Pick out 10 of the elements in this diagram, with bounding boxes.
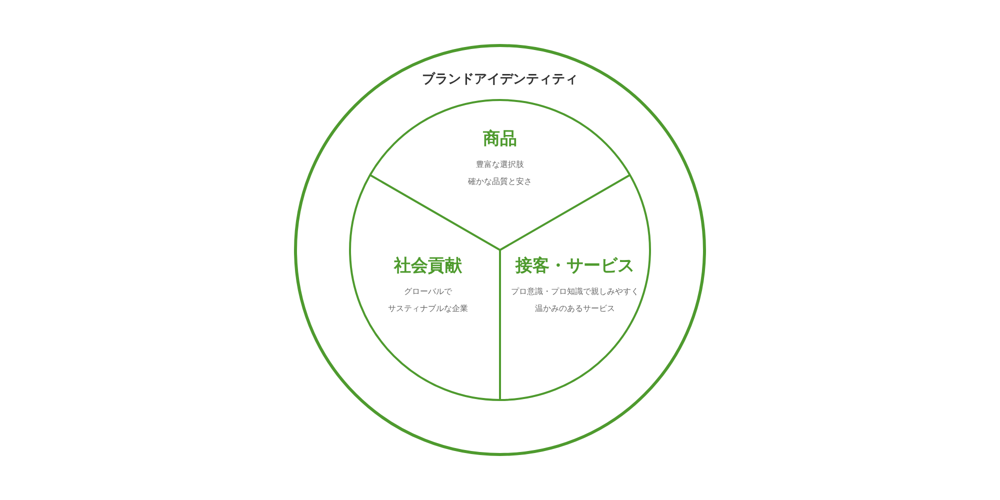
segment-text: 豊富な選択肢	[476, 160, 524, 169]
segment-text: サスティナブルな企業	[388, 304, 468, 313]
segment-text: 確かな品質と安さ	[468, 177, 532, 186]
segment-heading: 社会貢献	[394, 256, 462, 276]
segment-text: プロ意識・プロ知識で親しみやすく	[511, 287, 639, 296]
segment-heading: 商品	[483, 129, 517, 149]
circle-label: ブランドアイデンティティ	[421, 70, 579, 88]
segment-heading: 接客・サービス	[516, 256, 634, 276]
segment-text: グローバルで	[404, 287, 452, 296]
segment-text: 温かみのあるサービス	[535, 304, 615, 313]
